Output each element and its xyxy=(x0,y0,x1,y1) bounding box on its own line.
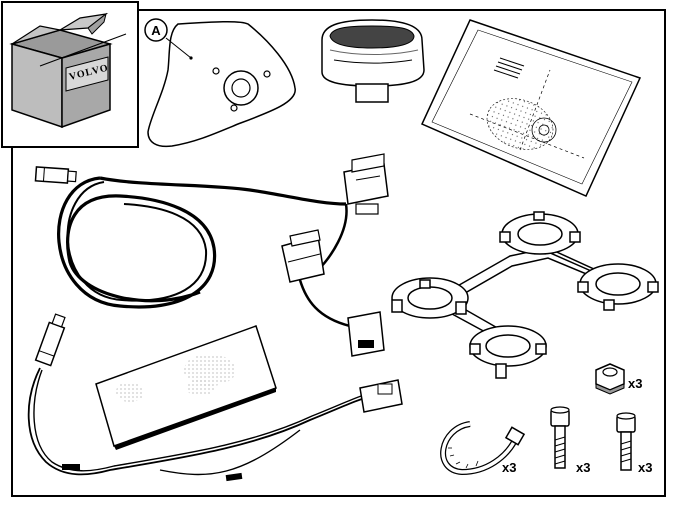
wiring-harness-main xyxy=(34,153,389,357)
nut-quantity: x3 xyxy=(628,376,642,391)
wiring-harness-secondary xyxy=(27,313,403,482)
callout-a-leader xyxy=(165,37,192,59)
volvo-box-icon: VOLVO xyxy=(9,12,113,129)
cable-tie-part xyxy=(440,421,526,476)
instruction-sheet xyxy=(420,19,642,197)
cable-tie-quantity: x3 xyxy=(502,460,516,475)
box-pointer-line xyxy=(39,33,127,67)
sensor-housing xyxy=(321,19,425,103)
bolt-part-1 xyxy=(550,406,570,469)
bolt-2-quantity: x3 xyxy=(638,460,652,475)
bolt-1-quantity: x3 xyxy=(576,460,590,475)
nut-part xyxy=(595,363,625,395)
callout-a-circle xyxy=(144,18,168,42)
adhesive-pad xyxy=(95,325,277,450)
callout-a-label: A xyxy=(151,23,161,38)
sensor-bracket-frame xyxy=(391,211,659,379)
bolt-part-2 xyxy=(616,412,636,471)
mounting-plate-a xyxy=(147,20,296,148)
